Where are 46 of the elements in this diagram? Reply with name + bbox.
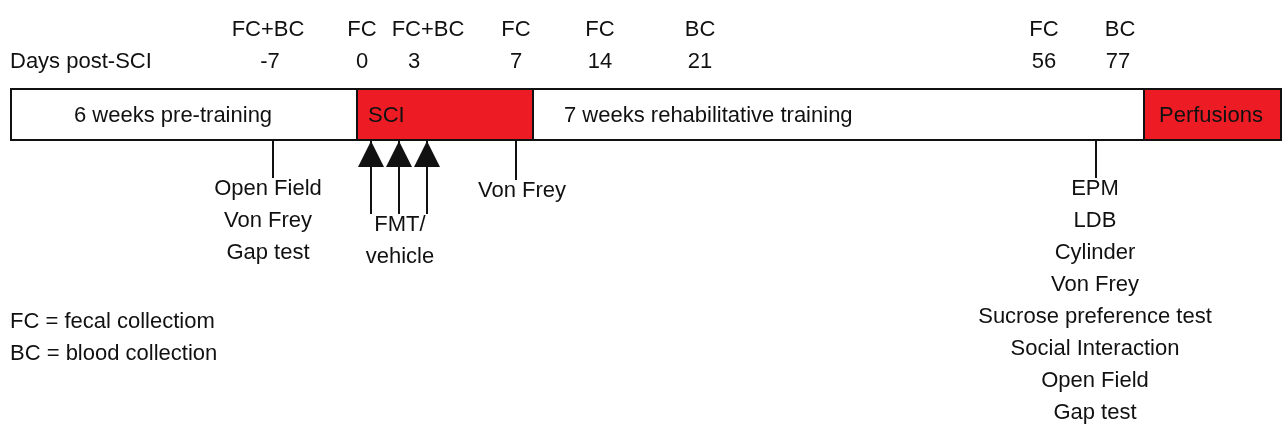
day-label: -7: [260, 48, 280, 74]
timeline-segment: [10, 88, 358, 141]
day-label: 21: [687, 48, 713, 74]
test-name: Social Interaction: [1010, 334, 1180, 362]
test-name: Von Frey: [1051, 270, 1139, 298]
collection-label: FC+BC: [391, 16, 465, 42]
day-label: 0: [355, 48, 369, 74]
day-label: 7: [509, 48, 523, 74]
test-name: Open Field: [1041, 366, 1149, 394]
leader-line: [1095, 140, 1097, 179]
collection-label: FC: [347, 16, 377, 42]
test-name: Von Frey: [478, 176, 566, 204]
legend-note: FC = fecal collectiom: [10, 308, 215, 334]
test-name: LDB: [1073, 206, 1117, 234]
arrow: [386, 140, 412, 215]
collection-label: FC: [1029, 16, 1059, 42]
arrow: [358, 140, 384, 215]
timeline-segment: [1143, 88, 1282, 141]
legend-note: BC = blood collection: [10, 340, 218, 366]
arrow: [414, 140, 440, 215]
axis-title: Days post-SCI: [10, 48, 152, 74]
collection-label: FC: [585, 16, 615, 42]
period-label: 7 weeks rehabilitative training: [564, 101, 853, 128]
timeline-segment: [532, 88, 1145, 141]
period-label: SCI: [368, 101, 405, 128]
day-label: 77: [1105, 48, 1131, 74]
collection-label: FC: [501, 16, 531, 42]
collection-label: BC: [1104, 16, 1136, 42]
day-label: 3: [407, 48, 421, 74]
test-name: Von Frey: [223, 206, 312, 234]
test-name: EPM: [1071, 174, 1119, 202]
test-name: Open Field: [214, 174, 322, 202]
test-name: Sucrose preference test: [978, 302, 1212, 330]
day-label: 56: [1031, 48, 1057, 74]
test-name: Cylinder: [1054, 238, 1136, 266]
timeline-segment: [356, 88, 534, 141]
period-label: 6 weeks pre-training: [74, 101, 273, 128]
test-name: Gap test: [226, 238, 310, 266]
collection-label: BC: [684, 16, 716, 42]
test-name: Gap test: [1053, 398, 1137, 426]
collection-label: FC+BC: [231, 16, 305, 42]
leader-line: [515, 140, 517, 181]
treatment-label: FMT/ vehicle: [364, 210, 436, 270]
leader-line: [272, 140, 274, 179]
day-label: 14: [587, 48, 613, 74]
period-label: Perfusions: [1159, 101, 1263, 128]
